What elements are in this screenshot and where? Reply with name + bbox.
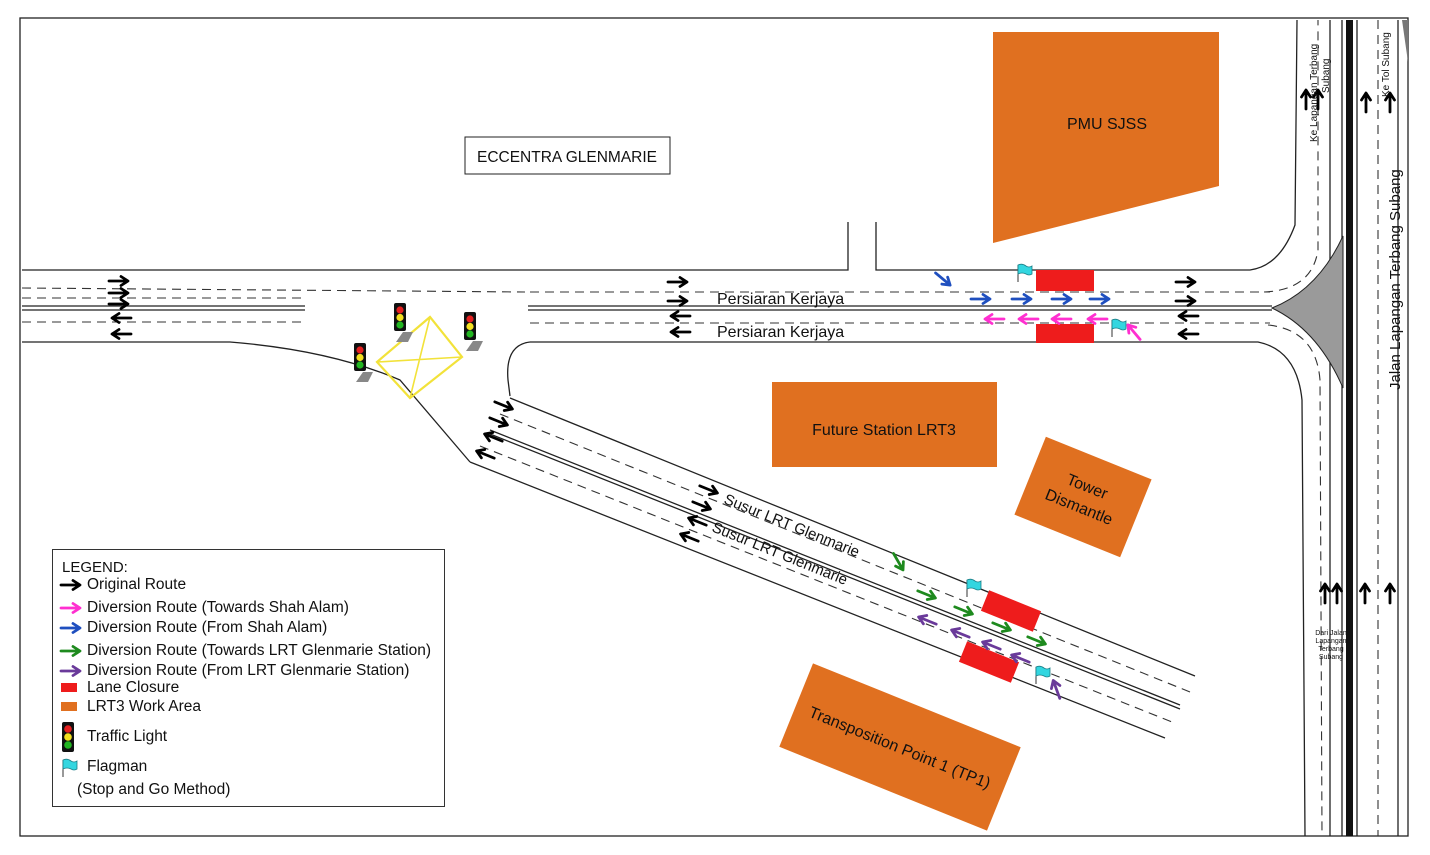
legend: LEGEND: Original Route Diversion Route (… <box>52 549 445 807</box>
arrow-left-icon <box>473 445 498 464</box>
legend-item-work-area: LRT3 Work Area <box>57 697 201 717</box>
legend-label: Flagman <box>87 758 148 775</box>
road-jalan-lapangan-terbang-subang <box>1270 20 1408 836</box>
arrow-left-icon <box>669 310 692 322</box>
arrow-right-icon <box>107 287 130 299</box>
legend-item-towards-lrt: Diversion Route (Towards LRT Glenmarie S… <box>57 641 431 661</box>
legend-item-towards-shah-alam: Diversion Route (Towards Shah Alam) <box>57 598 349 618</box>
legend-item-original-route: Original Route <box>57 575 186 595</box>
diversion-towards-lrt-arrows <box>888 549 1049 650</box>
arrow-right-icon <box>59 645 82 657</box>
traffic-light-icon <box>394 303 413 342</box>
arrow-right-icon <box>107 298 130 310</box>
arrow-right-icon <box>491 396 516 415</box>
legend-label: Lane Closure <box>87 679 180 696</box>
road-persiaran-kerjaya <box>21 19 1323 837</box>
legend-item-flagman: Flagman <box>57 757 147 777</box>
traffic-light-icon <box>464 312 483 351</box>
legend-item-from-lrt: Diversion Route (From LRT Glenmarie Stat… <box>57 661 409 681</box>
work-area-pmu-sjss: PMU SJSS <box>993 32 1219 243</box>
legend-label: Traffic Light <box>87 728 168 745</box>
traffic-light-icon <box>354 343 373 382</box>
arrow-right-icon <box>59 602 82 614</box>
direction-label: Ke Tol Subang <box>1381 32 1392 97</box>
arrow-right-icon <box>107 275 130 287</box>
arrow-up-icon <box>1360 91 1372 114</box>
work-area-tower-dismantle: Tower Dismantle <box>1014 436 1152 558</box>
direction-label: Subang <box>1321 59 1332 93</box>
map-frame <box>19 17 1409 837</box>
flag-icon <box>1035 665 1051 685</box>
arrow-up-icon <box>1384 582 1396 605</box>
svg-text:ECCENTRA GLENMARIE: ECCENTRA GLENMARIE <box>477 149 657 166</box>
arrow-left-icon <box>669 326 692 338</box>
arrow-left-icon <box>110 312 133 324</box>
direction-label: Terbang <box>1318 646 1343 653</box>
legend-title: LEGEND: <box>62 559 128 576</box>
direction-label: Subang <box>1319 654 1343 661</box>
lane-closure <box>1036 324 1094 343</box>
arrow-up-icon <box>1359 582 1371 605</box>
work-area-swatch <box>61 702 77 711</box>
legend-label: LRT3 Work Area <box>87 698 202 715</box>
arrow-right-icon <box>1174 295 1197 307</box>
arrow-left-icon <box>481 428 506 447</box>
road-label: Persiaran Kerjaya <box>717 324 844 341</box>
svg-text:PMU SJSS: PMU SJSS <box>1067 116 1147 133</box>
legend-label: Diversion Route (From LRT Glenmarie Stat… <box>87 662 410 679</box>
arrow-left-icon <box>1177 310 1200 322</box>
legend-flagman-method: (Stop and Go Method) <box>77 781 231 798</box>
road-label: Persiaran Kerjaya <box>717 291 844 308</box>
lane-closures <box>958 270 1094 683</box>
arrow-right-icon <box>666 276 689 288</box>
lane-closure-swatch <box>61 683 77 692</box>
road-susur-lrt-glenmarie <box>469 397 1196 739</box>
arrow-right-icon <box>666 295 689 307</box>
legend-label: Original Route <box>87 576 187 593</box>
traffic-island <box>1270 235 1344 389</box>
lane-closure <box>958 641 1020 683</box>
legend-item-from-shah-alam: Diversion Route (From Shah Alam) <box>57 618 327 638</box>
traffic-light-icon <box>62 722 74 752</box>
arrow-right-icon <box>59 579 82 591</box>
svg-text:Future Station LRT3: Future Station LRT3 <box>812 422 956 439</box>
arrow-up-icon <box>1331 582 1343 605</box>
work-area-transposition-point: Transposition Point 1 (TP1) <box>779 663 1021 831</box>
eccentra-glenmarie-label: ECCENTRA GLENMARIE <box>464 136 671 175</box>
arrow-right-icon <box>1174 276 1197 288</box>
legend-label: Diversion Route (From Shah Alam) <box>87 619 328 636</box>
arrow-up-icon <box>1319 582 1331 605</box>
direction-label: Lapangan <box>1315 638 1346 645</box>
direction-label: Dari Jalan <box>1315 630 1347 637</box>
flag-icon <box>62 758 78 777</box>
work-area-future-station: Future Station LRT3 <box>772 382 997 467</box>
road-label: Jalan Lapangan Terbang Subang <box>1387 169 1404 390</box>
direction-label: Ke Lapangan Terbang <box>1309 44 1320 142</box>
arrow-right-icon <box>59 665 82 677</box>
flag-icon <box>1111 318 1127 338</box>
arrow-right-icon <box>59 622 82 634</box>
legend-item-traffic-light: Traffic Light <box>57 720 167 754</box>
flag-icon <box>966 578 982 598</box>
legend-label: Diversion Route (Towards LRT Glenmarie S… <box>87 642 432 659</box>
flag-icon <box>1017 263 1033 283</box>
legend-item-lane-closure: Lane Closure <box>57 678 179 698</box>
legend-label: Diversion Route (Towards Shah Alam) <box>87 599 349 616</box>
arrow-left-icon <box>1177 328 1200 340</box>
lane-closure <box>980 590 1042 632</box>
lane-closure <box>1036 270 1094 291</box>
arrow-left-icon <box>110 328 133 340</box>
